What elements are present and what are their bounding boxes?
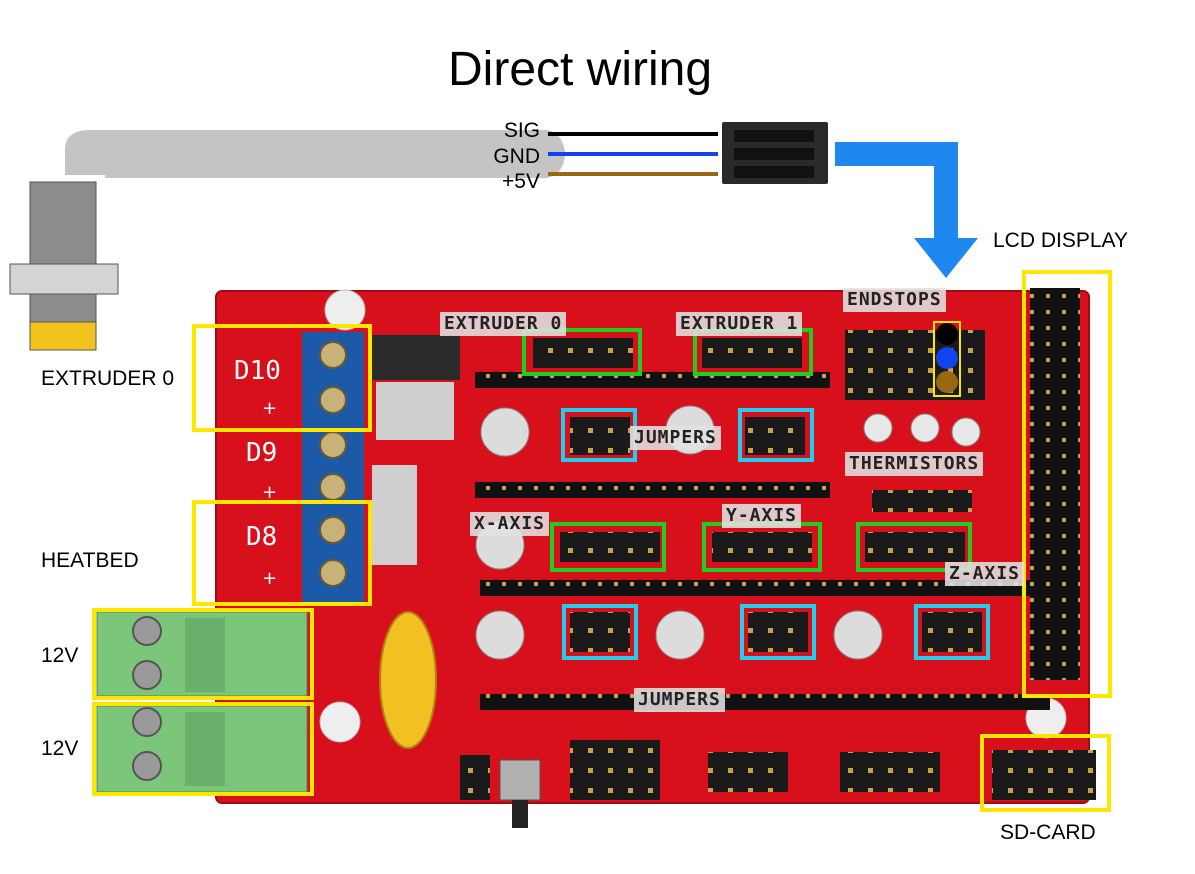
- header-xaxis: [560, 532, 660, 562]
- label-heatbed: HEATBED: [41, 549, 139, 572]
- inductive-sensor: [9, 181, 119, 351]
- highlight-12v-2: [92, 702, 314, 796]
- silk-plus: +: [262, 398, 278, 419]
- highlight-extruder0: [192, 324, 372, 432]
- driver-socket: [655, 482, 830, 498]
- highlight-12v-1: [92, 608, 314, 700]
- header-extruder0: [533, 338, 633, 368]
- tag-thermistors: THERMISTORS: [845, 452, 984, 476]
- capacitor: [475, 610, 525, 660]
- highlight-jumper: [740, 604, 816, 660]
- driver-socket: [480, 694, 1050, 710]
- wire-label-vcc: +5V: [502, 170, 540, 193]
- silk-d8: D8: [246, 522, 278, 552]
- screw-terminal-blue: [302, 332, 364, 602]
- tag-zaxis: Z-AXIS: [945, 562, 1025, 586]
- highlight-heatbed: [192, 500, 372, 606]
- wire-label-sig: SIG: [503, 119, 540, 142]
- silk-plus: +: [262, 482, 278, 503]
- header-sdcard: [992, 750, 1096, 800]
- tag-jumpers-top: JUMPERS: [630, 426, 721, 450]
- header-thermistors: [872, 490, 972, 512]
- sig-dot-icon: [936, 323, 958, 345]
- capacitor: [863, 413, 893, 443]
- header-extruder1: [702, 338, 802, 368]
- tag-xaxis: X-AXIS: [470, 512, 550, 536]
- arrow-icon: [835, 142, 978, 278]
- highlight-extruder0-header: [522, 328, 642, 376]
- label-12v-2: 12V: [41, 737, 79, 760]
- header-lcd: [1030, 288, 1080, 680]
- mosfet-heatsink: [376, 382, 454, 440]
- jumper-block: [745, 417, 805, 455]
- capacitor: [910, 413, 940, 443]
- header-zaxis: [865, 532, 965, 562]
- highlight-jumper: [738, 408, 814, 462]
- jumper-block: [570, 612, 630, 652]
- reset-button-cap: [512, 800, 528, 828]
- endstop-pin-marker: [933, 321, 961, 397]
- header-aux1: [708, 752, 788, 792]
- diagram-title: Direct wiring: [448, 43, 713, 96]
- label-sdcard: SD-CARD: [1000, 821, 1096, 844]
- capacitor: [833, 610, 883, 660]
- header-power: [460, 755, 490, 800]
- driver-socket: [475, 482, 655, 498]
- gnd-dot-icon: [936, 347, 958, 369]
- power-terminal-1: [96, 611, 308, 697]
- header-aux2: [840, 752, 940, 792]
- mount-hole-icon: [324, 289, 366, 331]
- vcc-dot-icon: [936, 371, 958, 393]
- capacitor: [951, 417, 981, 447]
- header-yaxis: [712, 532, 812, 562]
- tag-yaxis: Y-AXIS: [722, 504, 802, 528]
- sensor-cable: [65, 130, 545, 178]
- mosfet-heatsink: [372, 465, 417, 565]
- fuse: [379, 611, 437, 749]
- label-12v-1: 12V: [41, 644, 79, 667]
- tag-endstops: ENDSTOPS: [843, 288, 946, 312]
- silk-plus: +: [262, 568, 278, 589]
- wire-label-gnd: GND: [493, 145, 540, 168]
- highlight-xaxis-header: [550, 522, 666, 572]
- jumper-block: [748, 612, 808, 652]
- header-servos: [570, 740, 660, 800]
- driver-socket: [480, 580, 1050, 596]
- highlight-lcd: [1022, 270, 1112, 698]
- capacitor: [480, 407, 530, 457]
- header-endstops: [845, 330, 985, 400]
- capacitor: [655, 610, 705, 660]
- tag-jumpers-bottom: JUMPERS: [634, 688, 725, 712]
- dupont-connector: [722, 122, 828, 184]
- mount-hole-icon: [319, 701, 361, 743]
- reset-button: [499, 759, 541, 801]
- jumper-block: [922, 612, 982, 652]
- tag-extruder1: EXTRUDER 1: [676, 312, 803, 336]
- silk-d10: D10: [234, 356, 281, 386]
- mosfet: [370, 335, 460, 380]
- highlight-jumper: [914, 604, 990, 660]
- label-lcd-display: LCD DISPLAY: [993, 229, 1128, 252]
- silk-d9: D9: [246, 438, 278, 468]
- tag-extruder0: EXTRUDER 0: [440, 312, 567, 336]
- highlight-zaxis-header: [856, 522, 972, 572]
- power-terminal-2: [96, 705, 308, 793]
- label-extruder0: EXTRUDER 0: [41, 367, 175, 390]
- highlight-sdcard: [980, 734, 1111, 812]
- jumper-block: [570, 417, 630, 455]
- highlight-jumper: [562, 604, 638, 660]
- cable-end: [525, 130, 565, 178]
